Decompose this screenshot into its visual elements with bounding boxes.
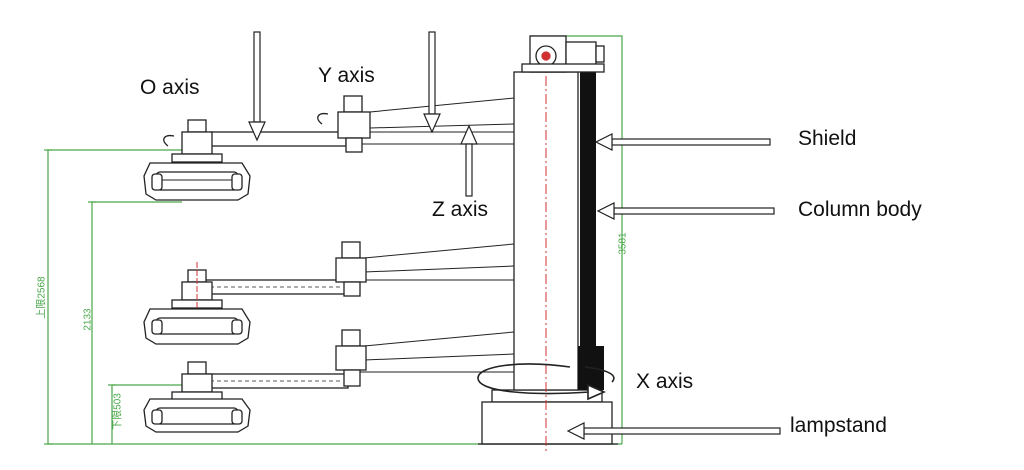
lampstand-base: [478, 389, 618, 445]
o-axis-label: O axis: [140, 76, 200, 99]
upper-limit-dimension: 上限2568: [36, 276, 48, 319]
column-body-label: Column body: [798, 198, 922, 221]
lower-assembly: [143, 329, 515, 433]
column-height-dimension: 3581: [617, 232, 629, 255]
y-axis-label: Y axis: [318, 64, 375, 87]
z-axis-label: Z axis: [432, 198, 489, 221]
lower-limit-dimension: 下限503: [112, 393, 124, 430]
axis-pointer-arrows: [248, 31, 478, 197]
shield-plate: [580, 72, 596, 350]
middle-dimension: 2133: [82, 308, 94, 331]
shield-label: Shield: [798, 127, 857, 150]
top-assembly: [143, 95, 515, 201]
x-axis-arrow: [477, 363, 615, 401]
x-axis-label: X axis: [636, 370, 694, 393]
middle-assembly: [143, 241, 515, 345]
top-motor: [521, 35, 605, 73]
callout-arrows: [566, 133, 781, 440]
column: [513, 40, 604, 452]
lampstand-label: lampstand: [790, 414, 887, 437]
